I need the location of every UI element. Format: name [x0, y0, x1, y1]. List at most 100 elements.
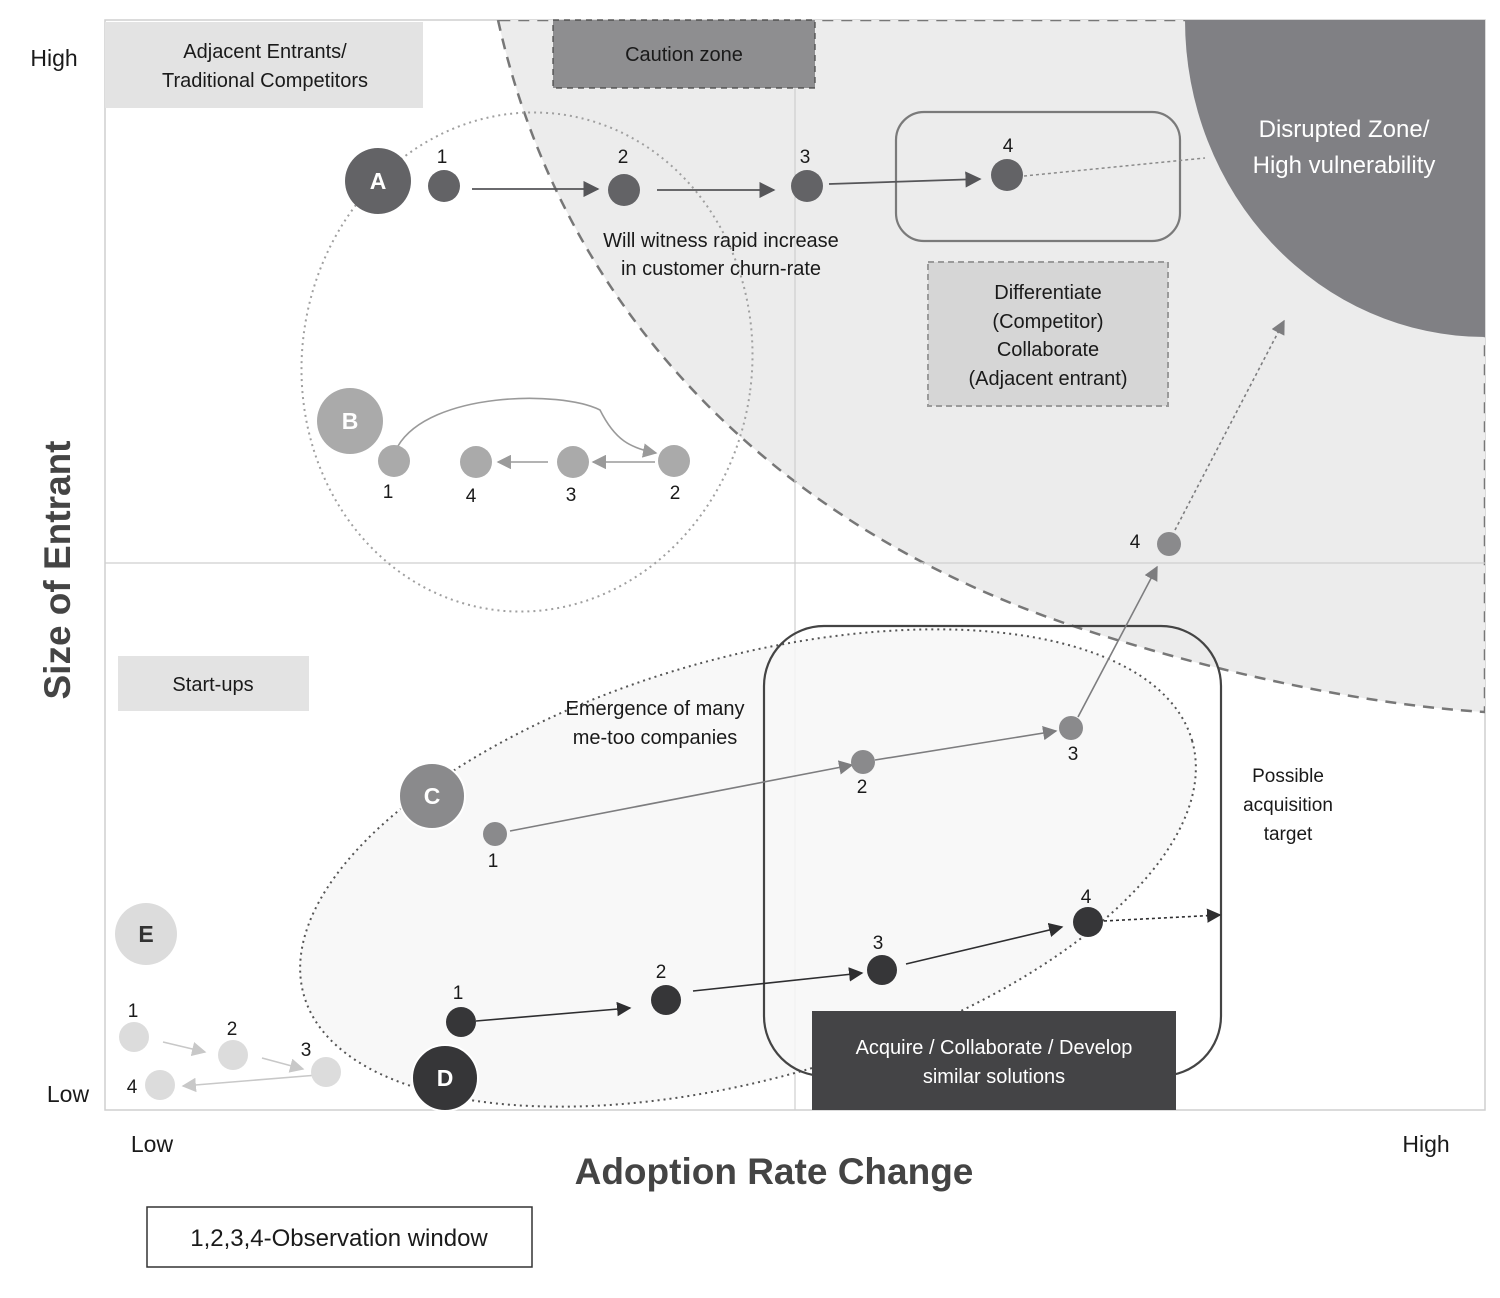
a-window-3-dot — [791, 170, 823, 202]
entrant-d-track: D 1 2 3 4 — [411, 887, 1222, 1112]
d-arrow-2-3 — [692, 967, 864, 992]
e-arrow-2-3 — [261, 1057, 305, 1073]
c-window-3-dot — [1059, 716, 1083, 740]
e-window-1-dot — [119, 1022, 149, 1052]
y-axis-low-label: Low — [47, 1081, 90, 1107]
acquire-collaborate-box — [812, 1011, 1176, 1110]
d-window-4-label: 4 — [1081, 887, 1092, 908]
entrant-b-badge — [317, 388, 383, 454]
disrupted-zone-label-line2: High vulnerability — [1253, 152, 1436, 179]
entrant-b-label: B — [342, 408, 359, 434]
entrant-d-label: D — [437, 1065, 454, 1091]
e-window-2-dot — [218, 1040, 248, 1070]
b-window-3-dot — [557, 446, 589, 478]
d-window-3-dot — [867, 955, 897, 985]
churn-note-line2: in customer churn-rate — [621, 258, 821, 280]
a-window-2-dot — [608, 174, 640, 206]
entrant-c-label: C — [424, 783, 441, 809]
d-arrow-4-acquisition — [1103, 908, 1222, 923]
d-arrow-3-4 — [905, 922, 1064, 965]
a-window-1-dot — [428, 170, 460, 202]
e-window-1-label: 1 — [128, 1001, 139, 1022]
acquire-collaborate-line1: Acquire / Collaborate / Develop — [856, 1037, 1133, 1059]
x-axis-low-label: Low — [131, 1131, 174, 1157]
legend-box — [146, 1206, 533, 1268]
c-window-2-label: 2 — [857, 777, 868, 798]
b-arrow-1-2 — [397, 397, 658, 458]
adjacent-entrants-label-line2: Traditional Competitors — [162, 70, 368, 92]
acquisition-note-line2: acquisition — [1243, 795, 1333, 816]
b-window-1-dot — [378, 445, 410, 477]
e-arrow-3-4 — [181, 1074, 319, 1093]
b-window-4-label: 4 — [466, 486, 477, 507]
entrant-b-track: B 1 4 3 2 — [317, 388, 690, 507]
b-window-4-dot — [460, 446, 492, 478]
e-window-3-dot — [311, 1057, 341, 1087]
c-window-1-dot — [483, 822, 507, 846]
b-window-1-label: 1 — [383, 482, 394, 503]
c-arrow-2-3 — [874, 725, 1058, 761]
a4-highlight-box — [894, 110, 1182, 243]
a-window-2-label: 2 — [618, 147, 629, 168]
entrant-a-badge — [345, 148, 411, 214]
d-window-2-dot — [651, 985, 681, 1015]
a-window-4-label: 4 — [1003, 136, 1014, 157]
c-window-4-dot — [1157, 532, 1181, 556]
b-window-2-label: 2 — [670, 483, 681, 504]
c-window-4-label: 4 — [1130, 532, 1141, 553]
a-window-3-label: 3 — [800, 147, 811, 168]
y-axis-title: Size of Entrant — [37, 440, 78, 699]
e-window-3-label: 3 — [301, 1040, 312, 1061]
disrupted-zone — [1185, 20, 1485, 337]
adjacent-entrants-box — [105, 22, 423, 108]
c-window-1-label: 1 — [488, 851, 499, 872]
disrupted-zone-label-line1: Disrupted Zone/ — [1259, 116, 1430, 143]
acquire-collaborate-line2: similar solutions — [923, 1066, 1065, 1088]
acquisition-note-line1: Possible — [1252, 766, 1324, 787]
c-window-2-dot — [851, 750, 875, 774]
c-window-3-label: 3 — [1068, 744, 1079, 765]
differentiate-line2: (Competitor) — [992, 311, 1103, 333]
c-arrow-3-4 — [1077, 565, 1158, 718]
c-arrow-1-2 — [509, 760, 854, 832]
adjacent-group-ellipse — [300, 111, 754, 613]
entrant-e-track: E 1 2 3 4 — [115, 903, 341, 1100]
differentiate-box — [927, 261, 1169, 407]
churn-note-line1: Will witness rapid increase — [603, 230, 839, 252]
metoo-note-line2: me-too companies — [573, 727, 738, 749]
startups-box — [118, 656, 309, 711]
x-axis-title: Adoption Rate Change — [575, 1151, 974, 1192]
e-window-2-label: 2 — [227, 1019, 238, 1040]
entrant-a-label: A — [370, 168, 387, 194]
metoo-note-line1: Emergence of many — [566, 698, 745, 720]
differentiate-line1: Differentiate — [994, 282, 1101, 304]
caution-zone-box — [552, 19, 816, 89]
differentiate-line3: Collaborate — [997, 339, 1099, 361]
entrant-a-track: A 1 2 3 4 — [345, 136, 1206, 214]
d-arrow-1-2 — [475, 1001, 632, 1022]
entrant-d-badge — [411, 1044, 479, 1112]
b-window-3-label: 3 — [566, 485, 577, 506]
e-arrow-1-2 — [162, 1041, 207, 1057]
d-window-1-label: 1 — [453, 983, 464, 1004]
e-window-4-label: 4 — [127, 1077, 138, 1098]
startups-label: Start-ups — [172, 674, 253, 696]
legend-text: 1,2,3,4-Observation window — [190, 1225, 488, 1252]
y-axis-high-label: High — [30, 45, 77, 71]
differentiate-line4: (Adjacent entrant) — [969, 368, 1128, 390]
a-arrow-3-4 — [828, 171, 982, 188]
acquisition-note-line3: target — [1264, 824, 1313, 845]
entrant-e-badge — [115, 903, 177, 965]
e-window-4-dot — [145, 1070, 175, 1100]
caution-zone-label: Caution zone — [625, 44, 743, 66]
x-axis-high-label: High — [1402, 1131, 1449, 1157]
startup-group-ellipse — [299, 628, 1197, 1108]
d-window-3-label: 3 — [873, 933, 884, 954]
b-window-2-dot — [658, 445, 690, 477]
a-window-1-label: 1 — [437, 147, 448, 168]
d-window-1-dot — [446, 1007, 476, 1037]
d-window-4-dot — [1073, 907, 1103, 937]
entrant-c-badge — [398, 762, 466, 830]
a4-to-disrupted-connector — [1023, 157, 1206, 177]
